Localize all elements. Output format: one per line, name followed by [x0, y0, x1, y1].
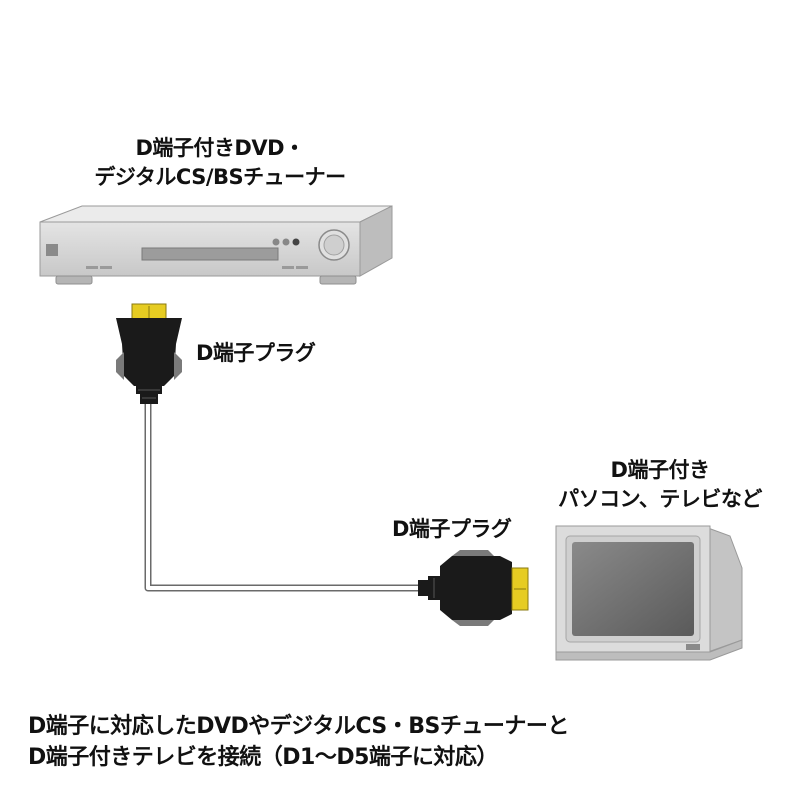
disc-tray: [141, 247, 279, 261]
caption-line1: D端子に対応したDVDやデジタルCS・BSチューナーと: [28, 714, 569, 739]
source-device-label-line2: デジタルCS/BSチューナー: [94, 165, 346, 189]
source-device-label: D端子付きDVD・ デジタルCS/BSチューナー: [0, 134, 440, 192]
target-device-label: D端子付き パソコン、テレビなど: [540, 456, 780, 514]
tv-screen: [572, 542, 694, 636]
target-device-label-line1: D端子付き: [610, 458, 710, 482]
caption: D端子に対応したDVDやデジタルCS・BSチューナーと D端子付きテレビを接続（…: [28, 711, 569, 773]
cable: [144, 404, 424, 592]
d-plug-bottom: [418, 550, 529, 626]
tv-device: [555, 525, 743, 661]
top-plug-label: D端子プラグ: [196, 341, 316, 365]
caption-line2: D端子付きテレビを接続（D1〜D5端子に対応）: [28, 745, 498, 770]
d-plug-top: [116, 303, 182, 404]
bottom-plug-label: D端子プラグ: [392, 517, 512, 541]
dvd-tuner-device: [39, 205, 393, 285]
power-button: [46, 244, 58, 256]
source-device-label-line1: D端子付きDVD・: [135, 136, 305, 160]
target-device-label-line2: パソコン、テレビなど: [558, 487, 762, 511]
